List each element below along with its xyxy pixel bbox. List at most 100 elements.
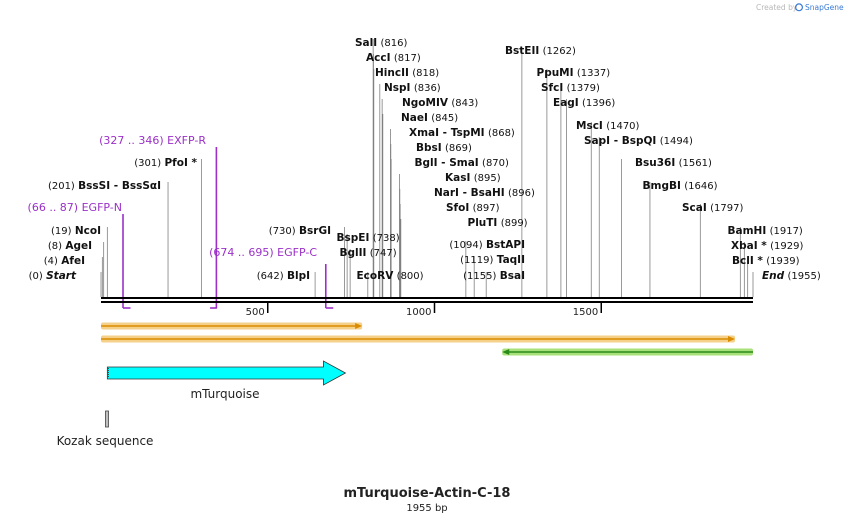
cut-site-position: (1119) — [460, 255, 493, 266]
cut-site-label: (1119) TaqII — [460, 254, 525, 266]
scale-tick-label: 500 — [246, 307, 265, 318]
primer-label: (327 .. 346) EXFP-R — [99, 134, 206, 147]
cut-site-label: (730) BsrGI — [269, 225, 331, 237]
cut-site-label: (0) Start — [29, 270, 77, 282]
cut-site-label: KasI (895) — [445, 172, 501, 184]
enzyme-name: SalI — [355, 37, 377, 49]
feature-arrow — [106, 360, 347, 386]
cut-site-position: (1262) — [543, 46, 576, 57]
cut-site-position: (301) — [134, 158, 161, 169]
enzyme-name: PpuMI — [537, 67, 574, 79]
cut-site-position: (817) — [394, 53, 421, 64]
cut-site-position: (747) — [370, 248, 397, 259]
primer-range: (674 .. 695) — [209, 246, 274, 259]
primer-range: (66 .. 87) — [28, 201, 79, 214]
enzyme-name: SfoI — [446, 202, 469, 214]
enzyme-name: NcoI — [75, 225, 101, 237]
enzyme-name: ScaI — [682, 202, 707, 214]
enzyme-name: AgeI — [65, 240, 92, 252]
cut-site-labels: (0) Start(4) AfeI(8) AgeI(19) NcoI(201) … — [29, 37, 821, 282]
cut-site-position: (1337) — [577, 68, 610, 79]
cut-site-position: (201) — [48, 181, 75, 192]
cut-site-position: (895) — [474, 173, 501, 184]
primer-name: EXFP-R — [167, 134, 206, 147]
cut-site-label: SfoI (897) — [446, 202, 500, 214]
cut-site-lines — [100, 39, 754, 297]
enzyme-name: NarI - BsaHI — [434, 187, 505, 199]
primer-name: EGFP-N — [82, 201, 122, 214]
cut-site-label: (201) BssSI - BssSαI — [48, 180, 161, 192]
enzyme-name: TaqII — [497, 254, 525, 266]
enzyme-name: NgoMIV — [402, 97, 449, 109]
cut-site-position: (1929) — [770, 241, 803, 252]
cut-site-position: (1379) — [567, 83, 600, 94]
enzyme-name: End — [762, 270, 785, 282]
cut-site-position: (1939) — [766, 256, 799, 267]
enzyme-name: NspI — [384, 82, 410, 94]
cut-site-position: (818) — [412, 68, 439, 79]
cut-site-label: ScaI (1797) — [682, 202, 743, 214]
credit-prefix: Created by — [756, 3, 798, 12]
cut-site-label: NaeI (845) — [401, 112, 458, 124]
cut-site-position: (1561) — [679, 158, 712, 169]
enzyme-name: AccI — [366, 52, 390, 64]
cut-site-label: BstEII (1262) — [505, 45, 576, 57]
orf-arrowhead — [355, 323, 363, 329]
cut-site-label: Bsu36I (1561) — [635, 157, 712, 169]
enzyme-name: BstEII — [505, 45, 539, 57]
enzyme-name: BspEI — [337, 232, 370, 244]
orf-arrowhead — [502, 349, 510, 355]
cut-site-label: BbsI (869) — [416, 142, 472, 154]
cut-site-position: (870) — [482, 158, 509, 169]
cut-site-label: AccI (817) — [366, 52, 421, 64]
enzyme-name: AfeI — [61, 255, 85, 267]
enzyme-name: BlpI — [287, 270, 310, 282]
cut-site-label: (1155) BsaI — [463, 270, 525, 282]
enzyme-name: HincII — [375, 67, 409, 79]
cut-site-position: (869) — [445, 143, 472, 154]
cut-site-label: EcoRV (800) — [357, 270, 424, 282]
feature-label: mTurquoise — [190, 387, 259, 401]
enzyme-name: MscI — [576, 120, 603, 132]
enzyme-name: EagI — [553, 97, 579, 109]
enzyme-name: BsrGI — [299, 225, 331, 237]
cut-site-label: XmaI - TspMI (868) — [409, 127, 515, 139]
enzyme-name: BglII — [340, 247, 367, 259]
enzyme-name: PluTI — [468, 217, 498, 229]
cut-site-label: BamHI (1917) — [728, 225, 803, 237]
cut-site-label: SapI - BspQI (1494) — [584, 135, 693, 147]
snapgene-logo-icon — [794, 3, 803, 12]
cut-site-position: (800) — [397, 271, 424, 282]
cut-site-position: (642) — [257, 271, 284, 282]
cut-site-position: (738) — [373, 233, 400, 244]
cut-site-label: (8) AgeI — [48, 240, 92, 252]
enzyme-name: BmgBI — [643, 180, 681, 192]
primer-annotations: (66 .. 87) EGFP-N (327 .. 346) EXFP-R (674… — [28, 134, 334, 309]
cut-site-position: (0) — [29, 271, 43, 282]
cut-site-position: (8) — [48, 241, 62, 252]
feature-box — [105, 410, 109, 428]
enzyme-name: KasI — [445, 172, 470, 184]
enzyme-name: Bsu36I — [635, 157, 675, 169]
cut-site-label: NgoMIV (843) — [402, 97, 478, 109]
cut-site-label: PpuMI (1337) — [537, 67, 611, 79]
enzyme-name: BbsI — [416, 142, 442, 154]
map-title: mTurquoise-Actin-C-18 — [344, 486, 511, 501]
cut-site-position: (1917) — [770, 226, 803, 237]
scale-tick-label: 1500 — [573, 307, 598, 318]
enzyme-name: XbaI * — [731, 240, 767, 252]
enzyme-name: SfcI — [541, 82, 563, 94]
cut-site-label: BspEI (738) — [337, 232, 400, 244]
feature-label: Kozak sequence — [57, 434, 154, 448]
enzyme-name: BglI - SmaI — [415, 157, 479, 169]
primer-range: (327 .. 346) — [99, 134, 164, 147]
cut-site-label: NspI (836) — [384, 82, 441, 94]
orf-tracks — [101, 322, 753, 356]
cut-site-label: (4) AfeI — [44, 255, 85, 267]
cut-site-position: (1797) — [710, 203, 743, 214]
cut-site-label: End (1955) — [762, 270, 821, 282]
cut-site-position: (843) — [451, 98, 478, 109]
cut-site-position: (897) — [473, 203, 500, 214]
cut-site-position: (1646) — [684, 181, 717, 192]
